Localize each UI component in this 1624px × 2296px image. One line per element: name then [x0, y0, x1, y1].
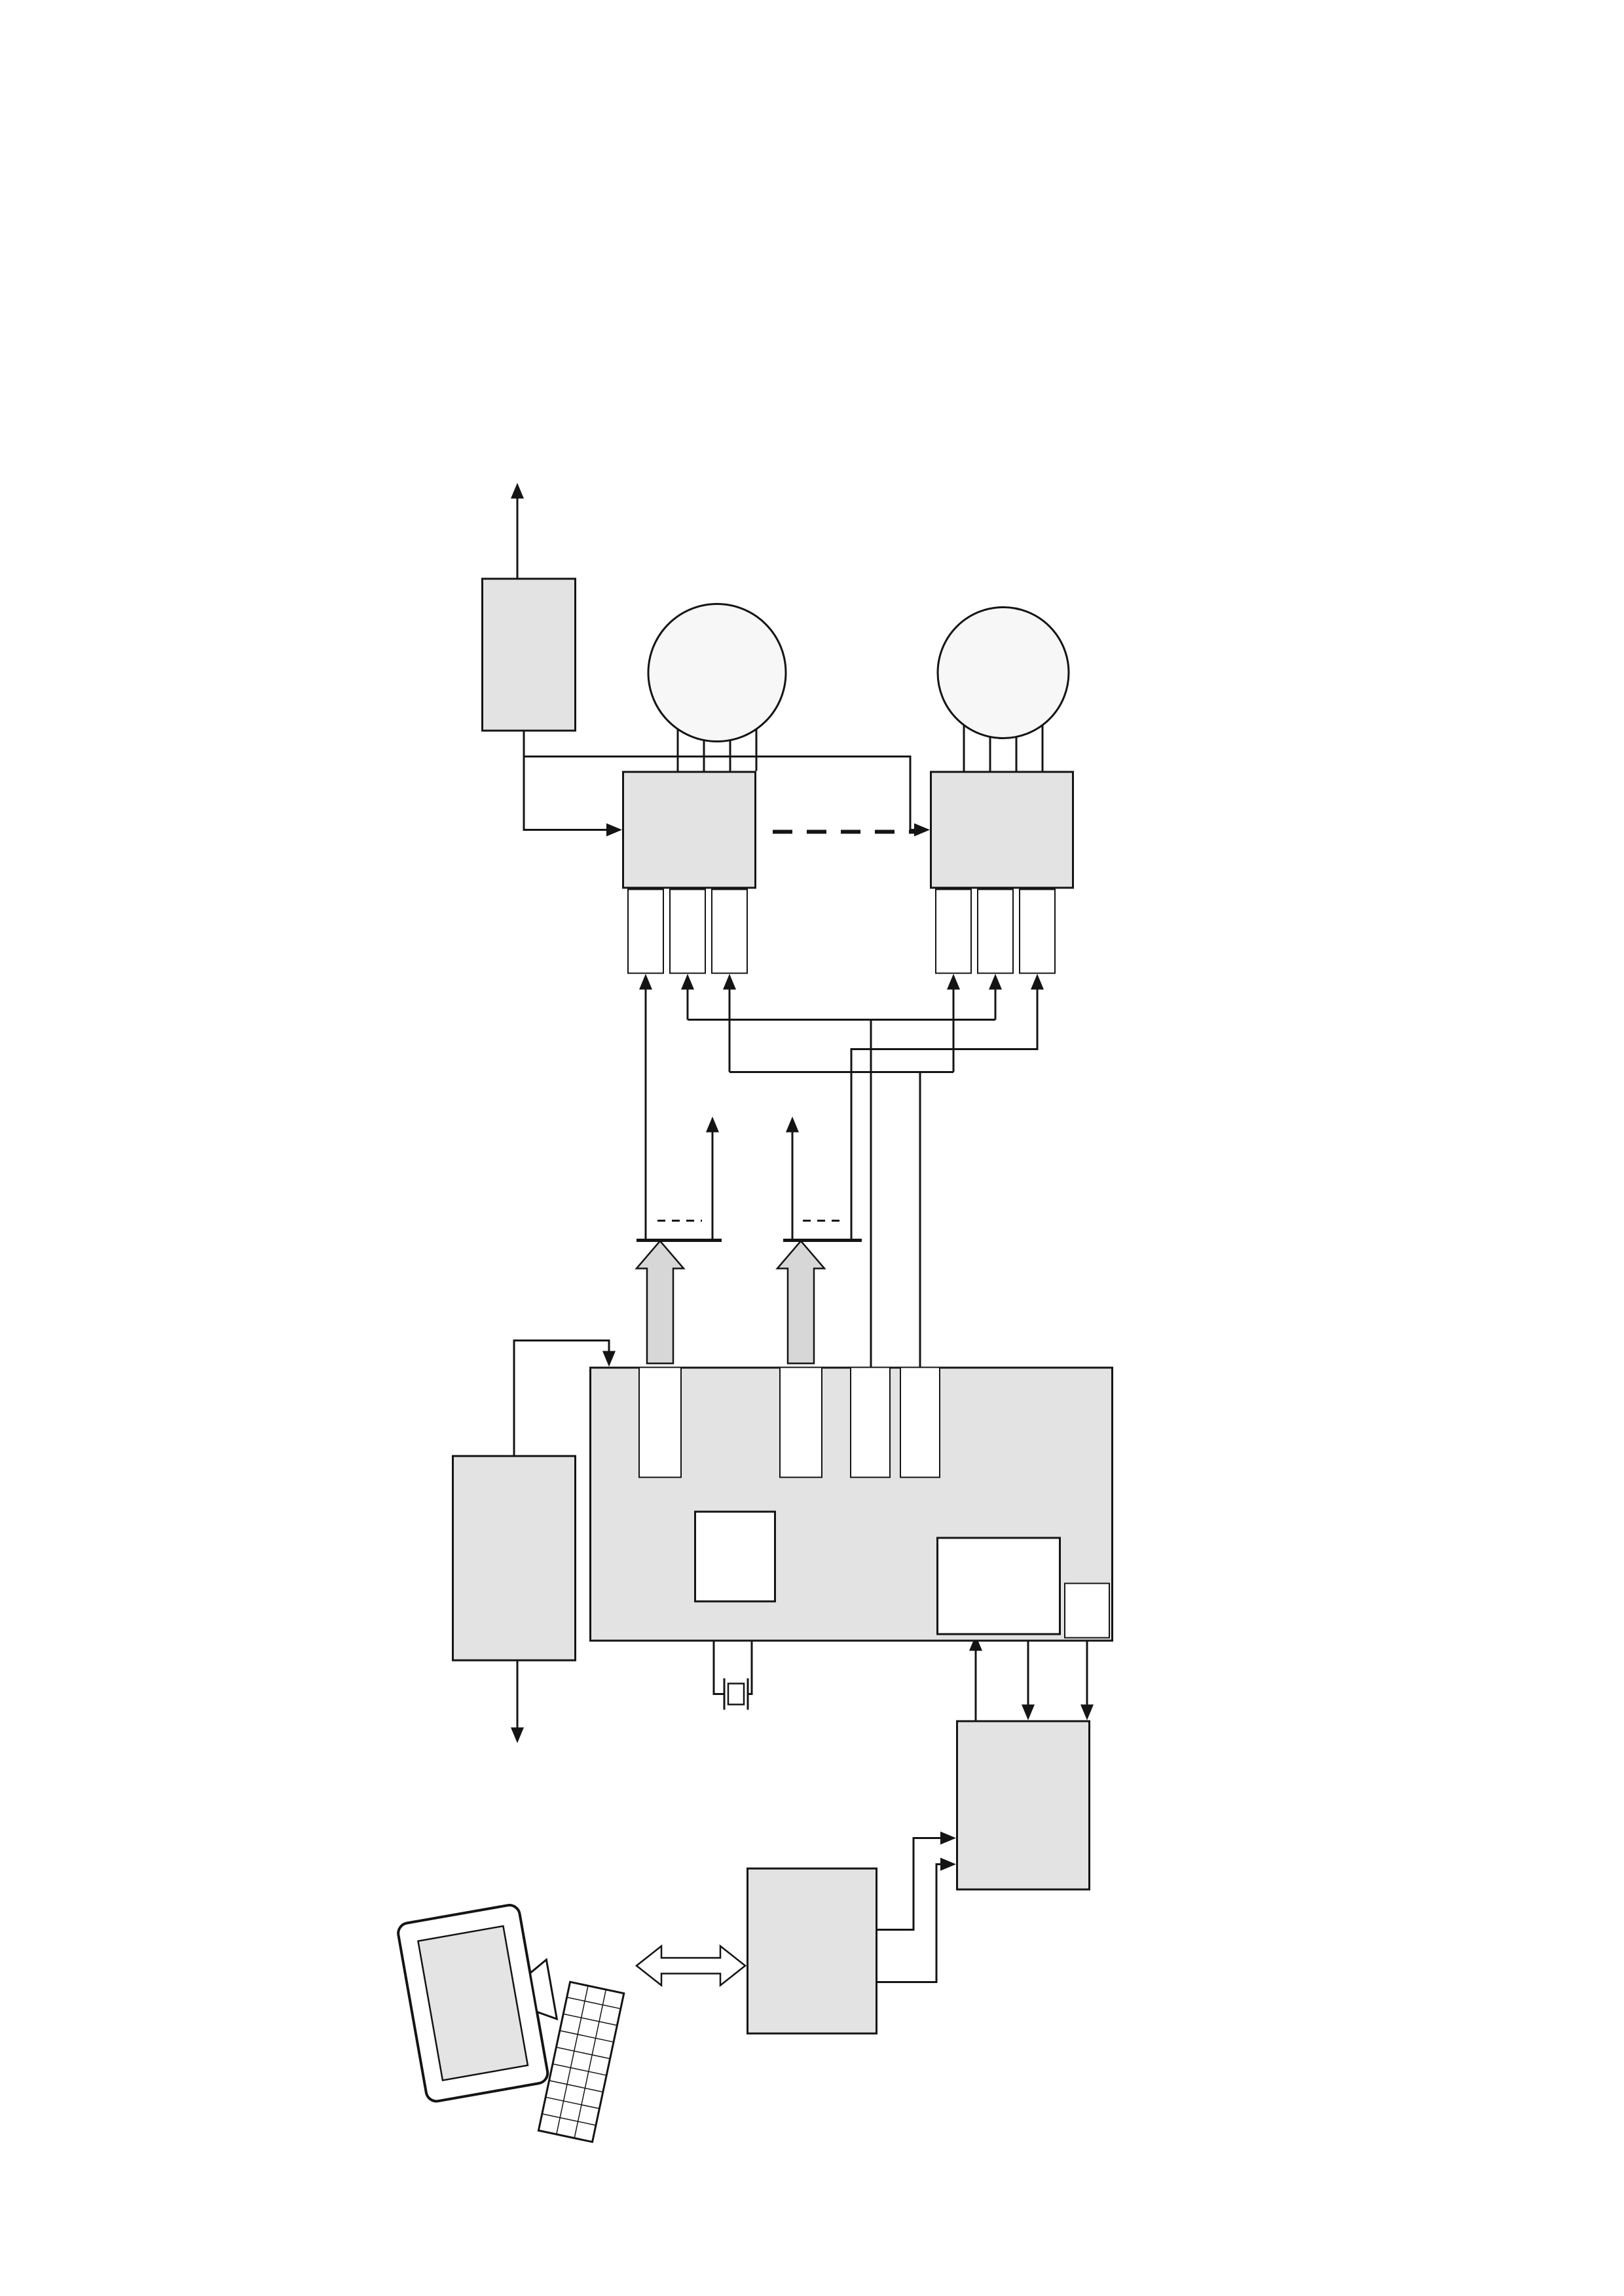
- arrow-24v: [511, 483, 524, 498]
- motor1-circle: [647, 602, 787, 742]
- converter-box: [747, 1867, 877, 2034]
- driver1-pin-step: [627, 888, 664, 974]
- driver1-pin-dir: [669, 888, 706, 974]
- arrow-um-drv16: [914, 823, 930, 836]
- connector-lines: [513, 496, 1088, 1983]
- driver16-pin-step: [1019, 888, 1056, 974]
- arrow-en-drv1: [723, 974, 736, 989]
- arrow-step9: [786, 1116, 799, 1132]
- arrow-a: [940, 1831, 956, 1844]
- arrowheads: [511, 483, 1094, 1870]
- crystal-leads: [712, 1602, 753, 1709]
- buffer-capacitor-box: [481, 577, 576, 731]
- arrow-tx: [1022, 1704, 1035, 1720]
- arrow-dir-drv16: [989, 974, 1002, 989]
- arrow-um-drv1: [606, 823, 622, 836]
- mcu-port-rb07: [779, 1366, 822, 1478]
- arrow-5v1-mcu: [602, 1351, 616, 1366]
- line-um-rail: [523, 731, 915, 831]
- line-dir: [686, 988, 997, 1366]
- line-a: [877, 1836, 943, 1931]
- crystal-body: [727, 1682, 745, 1705]
- mcu-osc-box: [694, 1510, 776, 1602]
- power-supply-box: [452, 1455, 576, 1661]
- pc-monitor-icon: [397, 1903, 559, 2102]
- mcu-uart-box: [936, 1537, 1061, 1635]
- line-b: [877, 1863, 943, 1983]
- bus-arrow-step9-16: [775, 1239, 826, 1364]
- mcu-port-rd07: [638, 1366, 682, 1478]
- driver1-pin-en: [711, 888, 748, 974]
- arrow-um-in: [511, 1727, 524, 1743]
- arrow-dir-drv1: [681, 974, 694, 989]
- transceiver-box: [956, 1720, 1090, 1890]
- driver16-pin-dir: [977, 888, 1014, 974]
- arrow-step8: [706, 1116, 719, 1132]
- arrow-rx: [969, 1635, 982, 1650]
- mcu-port-rc0: [850, 1366, 891, 1478]
- driver1-box: [622, 771, 756, 888]
- arrow-step16: [1031, 974, 1044, 989]
- arrow-step1: [639, 974, 652, 989]
- motor16-circle: [936, 606, 1070, 739]
- pc-keyboard-icon: [537, 1980, 625, 2143]
- line-en: [728, 988, 955, 1366]
- arrow-en-drv16: [947, 974, 960, 989]
- arrow-rt: [1080, 1704, 1094, 1720]
- mcu-ra6-box: [1064, 1582, 1110, 1638]
- arrow-b: [940, 1857, 956, 1870]
- mcu-port-rc1: [900, 1366, 940, 1478]
- line-step16: [850, 988, 1039, 1239]
- bus-arrow-step1-8: [635, 1239, 686, 1364]
- driver16-pin-en: [935, 888, 972, 974]
- line-5v1: [513, 1339, 610, 1455]
- driver16-box: [930, 771, 1074, 888]
- usb-double-arrow-icon: [635, 1944, 747, 1987]
